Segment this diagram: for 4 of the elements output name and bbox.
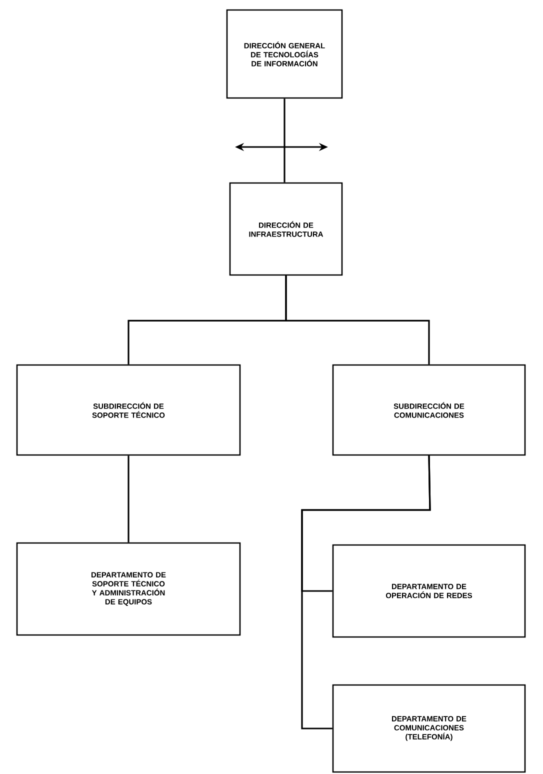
connector-line	[128, 456, 130, 542]
connector-line	[285, 276, 430, 364]
connector-line	[284, 98, 286, 182]
connector-line	[301, 456, 431, 730]
